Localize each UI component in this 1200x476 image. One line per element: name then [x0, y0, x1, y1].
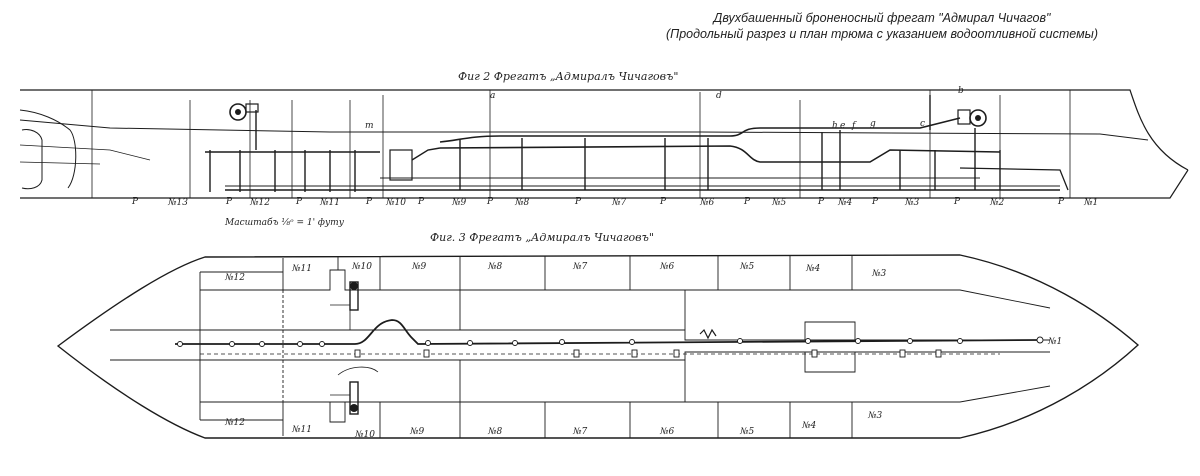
- letter-label: b: [958, 86, 964, 96]
- compartment-label: №12: [224, 418, 245, 428]
- compartment-label: №5: [771, 198, 787, 208]
- stern-pump-hub-icon: [235, 109, 241, 115]
- plan-pump-upper-hub-icon: [350, 282, 358, 290]
- midship-pump-icon: [389, 149, 413, 181]
- letter-label: m: [365, 121, 374, 131]
- title-block: Двухбашенный броненосный фрегат "Адмирал…: [652, 10, 1112, 42]
- letter-label: d: [716, 91, 722, 101]
- compartment-label: №6: [659, 262, 675, 272]
- lower-deck-line: [19, 119, 1149, 141]
- stern-pump-casing-icon: [245, 103, 259, 113]
- compartment-label: №4: [805, 264, 821, 274]
- bilge-piping: [205, 117, 1069, 191]
- plan-valve-icon: [699, 328, 717, 340]
- pump-marker: P: [953, 197, 961, 207]
- letter-label: a: [490, 91, 495, 101]
- fig3-caption: Фиг. 3 Фрегатъ „Адмиралъ Чичаговъ": [430, 231, 654, 244]
- pump-marker: P: [365, 197, 373, 207]
- plan-pump-lower-icon: [349, 381, 359, 415]
- stern-frames: [19, 144, 151, 165]
- fig3-bottom-labels: №12 №11 №10 №9 №8 №7 №6 №5 №4 №3: [224, 411, 883, 440]
- stern-counter: [19, 109, 77, 189]
- pump-marker: P: [1057, 197, 1065, 207]
- pipe-fittings: [177, 336, 1044, 358]
- pump-marker: P: [417, 197, 425, 207]
- compartment-label: №13: [167, 198, 188, 208]
- compartment-label: №12: [249, 198, 270, 208]
- pump-marker: P: [871, 197, 879, 207]
- drawing-title: Двухбашенный броненосный фрегат "Адмирал…: [713, 11, 1051, 25]
- compartment-label: №9: [409, 427, 425, 437]
- compartment-label: №10: [351, 262, 372, 272]
- fig2-compartment-labels: №1 №2 №3 №4 №5 №6 №7 №8 №9 №10 №11 №12 №…: [167, 198, 1098, 208]
- letter-label: e: [840, 121, 845, 131]
- pump-markers: P P P P P P P P P P P P P: [131, 197, 1065, 207]
- compartment-label: №7: [611, 198, 627, 208]
- compartment-label: №11: [291, 425, 312, 435]
- compartment-label: №3: [904, 198, 920, 208]
- compartment-label: №1: [1083, 198, 1098, 208]
- pump-marker: P: [817, 197, 825, 207]
- letter-label: h: [832, 121, 838, 131]
- pump-marker: P: [743, 197, 751, 207]
- scale-note: Масштабъ ⅛ᵒ = 1' футу: [224, 217, 345, 228]
- rudder: [21, 129, 43, 190]
- letter-label: f: [851, 121, 857, 131]
- bow-compartment-label: №1: [1047, 337, 1062, 347]
- compartment-label: №4: [837, 198, 853, 208]
- compartment-label: №6: [699, 198, 715, 208]
- compartment-label: №12: [224, 273, 245, 283]
- pump-marker: P: [574, 197, 582, 207]
- pump-marker: P: [659, 197, 667, 207]
- hull-plan-outline: [56, 254, 1140, 439]
- compartment-label: №8: [487, 262, 503, 272]
- compartment-label: №2: [989, 198, 1005, 208]
- compartment-label: №5: [739, 427, 755, 437]
- deck-line: [20, 89, 1189, 171]
- pumps: [229, 103, 987, 181]
- compartment-label: №5: [739, 262, 755, 272]
- plan-pump-lower-hub-icon: [350, 404, 358, 412]
- fig2-section: Фиг 2 Фрегатъ „Адмиралъ Чичаговъ": [19, 70, 1189, 228]
- bow-pump-hub-icon: [975, 115, 981, 121]
- compartment-label: №8: [514, 198, 530, 208]
- transverse-bulkheads: [199, 256, 853, 438]
- fig2-caption: Фиг 2 Фрегатъ „Адмиралъ Чичаговъ": [458, 70, 678, 83]
- drawing-subtitle: (Продольный разрез и план трюма с указан…: [666, 27, 1098, 41]
- compartment-label: №10: [354, 430, 375, 440]
- plan-pump-connections: [330, 304, 379, 396]
- compartment-label: №9: [451, 198, 467, 208]
- compartment-label: №3: [871, 269, 887, 279]
- pump-marker: P: [131, 197, 139, 207]
- compartment-label: №10: [385, 198, 406, 208]
- plan-pumps: [330, 281, 717, 415]
- pump-marker: P: [295, 197, 303, 207]
- compartment-label: №4: [801, 421, 817, 431]
- keel-line: [20, 169, 1189, 199]
- pump-marker: P: [225, 197, 233, 207]
- compartment-label: №9: [411, 262, 427, 272]
- compartment-label: №7: [572, 262, 588, 272]
- compartment-label: №11: [291, 264, 312, 274]
- compartment-label: №11: [319, 198, 340, 208]
- bow-pump-casing-icon: [957, 109, 971, 125]
- compartment-label: №3: [867, 411, 883, 421]
- pump-marker: P: [486, 197, 494, 207]
- letter-label: c: [920, 119, 925, 129]
- letter-label: g: [870, 119, 876, 129]
- fig3-plan: Фиг. 3 Фрегатъ „Адмиралъ Чичаговъ": [56, 231, 1140, 440]
- compartment-label: №7: [572, 427, 588, 437]
- bulkheads: [91, 90, 1071, 198]
- fig3-top-labels: №12 №11 №10 №9 №8 №7 №6 №5 №4 №3: [224, 262, 887, 283]
- compartment-label: №6: [659, 427, 675, 437]
- compartment-label: №8: [487, 427, 503, 437]
- midship-pump-outlet: [411, 147, 441, 161]
- pipe-risers: [209, 95, 1001, 192]
- longitudinal-bulkheads: [110, 269, 1051, 423]
- annotation-letters: a b c d e f g h m: [365, 86, 964, 131]
- main-bilge-pipe: [175, 319, 1041, 345]
